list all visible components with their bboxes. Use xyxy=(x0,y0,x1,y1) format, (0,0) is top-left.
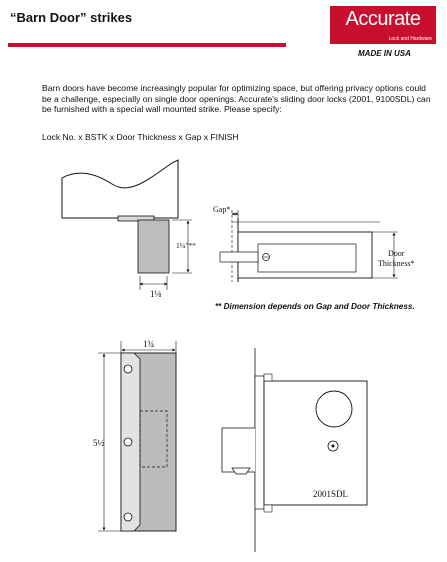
door-plan-view: Gap* Door Thickness* xyxy=(213,205,414,282)
dimension-note: ** Dimension depends on Gap and Door Thi… xyxy=(215,302,415,311)
specification-line: Lock No. x BSTK x Door Thickness x Gap x… xyxy=(42,132,239,142)
brand-name: Accurate xyxy=(345,8,421,30)
wall-section-view: 1⅛ 1¼"** xyxy=(61,159,196,299)
plate-height-label: 5½ xyxy=(93,438,105,448)
latch-elevation xyxy=(221,427,255,473)
plate-width-label: 1¾ xyxy=(143,339,155,349)
strike-pocket xyxy=(139,410,168,468)
screw-hole-middle xyxy=(123,437,133,447)
wall-outline xyxy=(61,159,179,218)
gap-label: Gap* xyxy=(213,205,230,214)
screw-head xyxy=(262,253,270,261)
intro-paragraph: Barn doors have become increasingly popu… xyxy=(42,83,431,115)
title-underline xyxy=(8,43,286,47)
made-in-usa: MADE IN USA xyxy=(358,49,411,58)
lock-elevation-view: 2001SDL xyxy=(221,348,368,552)
top-lug xyxy=(263,373,273,382)
faceplate xyxy=(254,375,265,510)
strike-front-view: 1¾ 5½ xyxy=(93,339,177,532)
lock-case-elevation xyxy=(263,380,368,506)
width-dimension-label: 1⅛ xyxy=(150,289,162,299)
screw-hole-top xyxy=(123,364,133,374)
strike-body xyxy=(137,219,170,274)
door-thickness-label-1: Door xyxy=(388,249,405,258)
latch-bolt xyxy=(219,251,259,263)
height-dimension-label: 1¼"** xyxy=(176,241,196,250)
door-thickness-label-2: Thickness* xyxy=(378,259,414,268)
door-edge xyxy=(237,231,373,279)
bottom-lug xyxy=(263,504,273,513)
strike-flange xyxy=(117,215,155,222)
page-title: “Barn Door” strikes xyxy=(10,10,133,25)
screw-hole-bottom xyxy=(123,512,133,522)
spindle-hub xyxy=(315,390,353,428)
model-label: 2001SDL xyxy=(313,489,348,499)
brand-logo: Accurate Lock and Hardware xyxy=(330,6,436,44)
brand-tagline: Lock and Hardware xyxy=(388,36,432,42)
